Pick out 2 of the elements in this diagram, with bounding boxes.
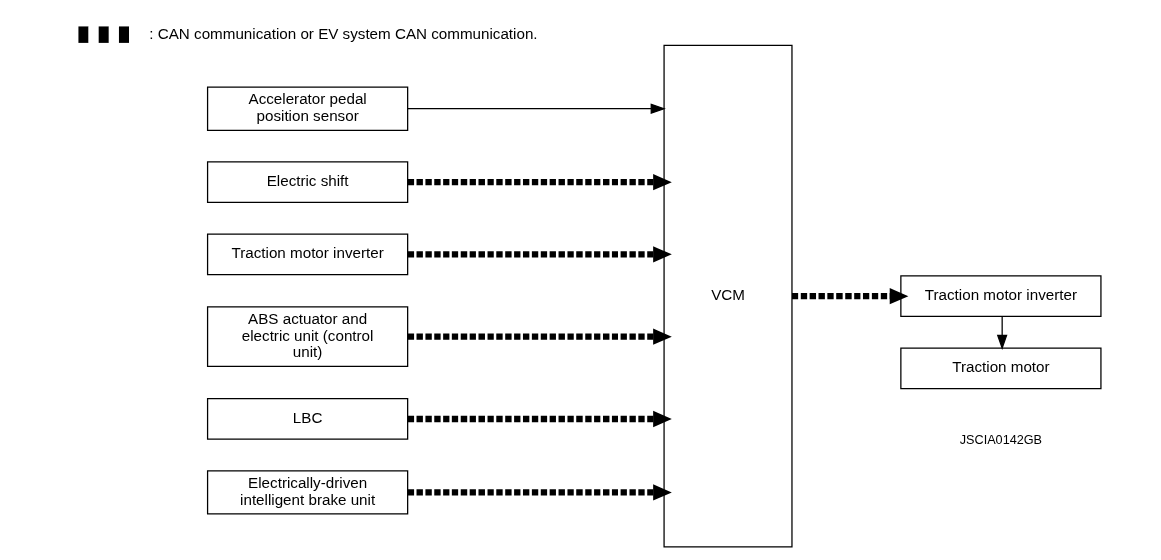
label: JSCIA0142GB — [959, 432, 1043, 447]
legend-label: : CAN communication or EV system CAN communication. — [149, 24, 538, 42]
